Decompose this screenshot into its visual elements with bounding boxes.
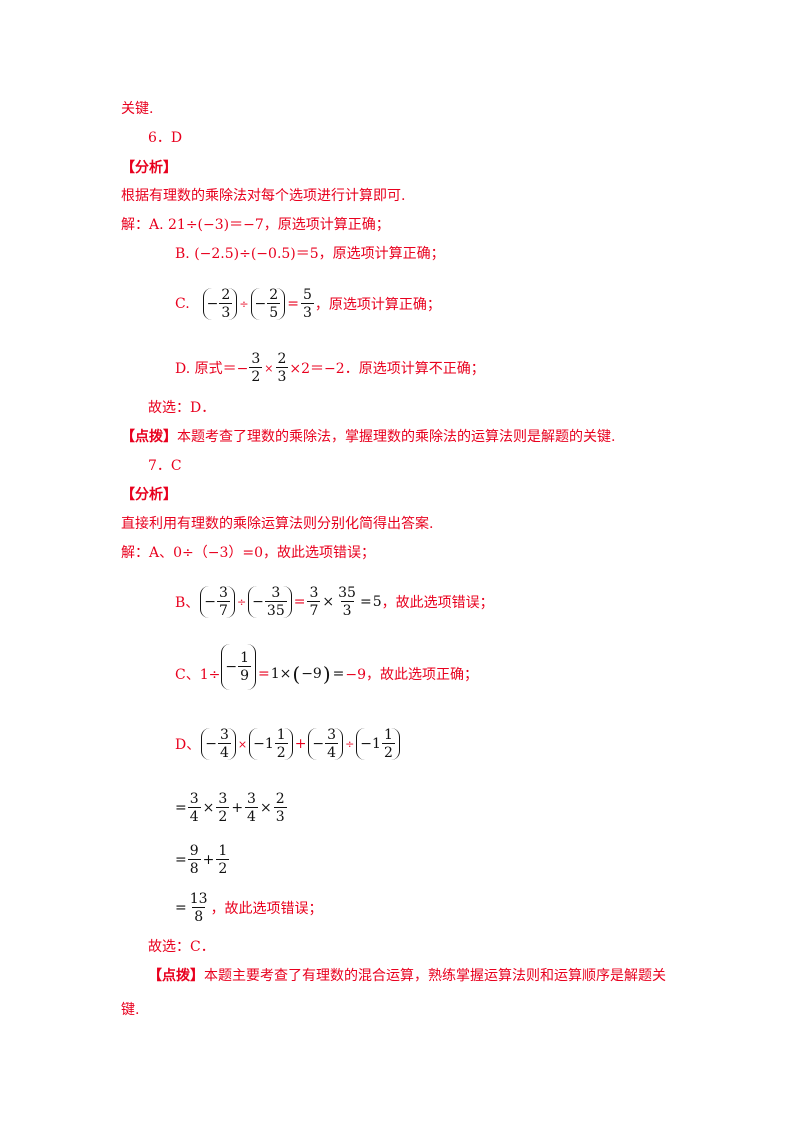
q7-c-value: −9 bbox=[301, 666, 322, 682]
text-line: 关键. bbox=[121, 101, 154, 117]
q6-answer: 故选：D． bbox=[148, 400, 216, 416]
q6-option-b: B. (−2.5)÷(−0.5)＝5，原选项计算正确； bbox=[175, 246, 445, 262]
q6-analysis: 根据有理数的乘除法对每个选项进行计算即可. bbox=[121, 188, 406, 204]
question-7-heading: 7．C bbox=[148, 458, 182, 474]
q7-answer: 故选：C． bbox=[148, 939, 215, 955]
analysis-tag: 【分析】 bbox=[121, 487, 177, 503]
q6-c-prefix: C. bbox=[175, 296, 190, 312]
q7-option-a: 解：A、0÷（−3）=0，故此选项错误； bbox=[121, 545, 376, 561]
q6-option-a: 解：A. 21÷(−3)＝−7，原选项计算正确； bbox=[121, 217, 390, 233]
q7-note: 【点拨】本题主要考查了有理数的混合运算，熟练掌握运算法则和运算顺序是解题关 bbox=[148, 968, 666, 984]
q7-note-cont: 键. bbox=[121, 1002, 140, 1018]
analysis-tag: 【分析】 bbox=[121, 160, 177, 176]
q6-c-suffix: ，原选项计算正确； bbox=[314, 297, 441, 313]
q6-note: 【点拨】本题考查了理数的乘除法，掌握理数的乘除法的运算法则是解题的关键. bbox=[121, 429, 616, 445]
q7-analysis: 直接利用有理数的乘除运算法则分别化简得出答案. bbox=[121, 516, 434, 532]
question-6-heading: 6．D bbox=[148, 130, 183, 146]
